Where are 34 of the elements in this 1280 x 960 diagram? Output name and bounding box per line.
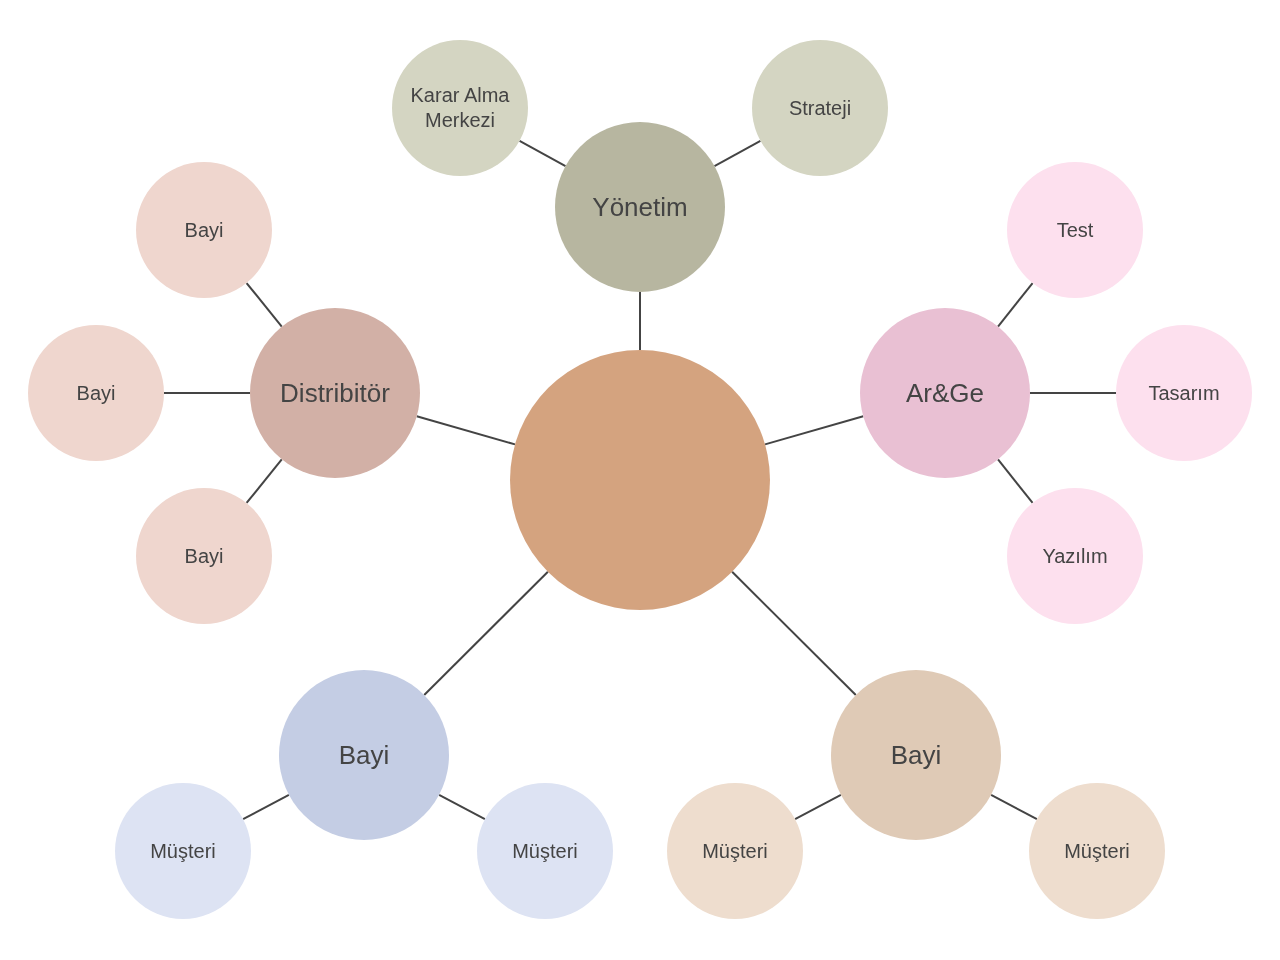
node-label: Bayi (184, 543, 224, 569)
node-label: Test (1056, 217, 1094, 243)
node-label: Yazılım (1042, 543, 1108, 569)
connector-line (764, 415, 865, 446)
node-label: Bayi (184, 217, 224, 243)
connector-line (794, 793, 842, 821)
connector-line (518, 139, 567, 168)
node-label: Ar&Ge (906, 376, 984, 410)
connector-line (245, 458, 283, 504)
node-label: Bayi (338, 738, 390, 772)
connector-line (990, 793, 1038, 821)
connector-line (639, 291, 641, 351)
node-label: Tasarım (1148, 380, 1220, 406)
node-label: Müşteri (1064, 838, 1130, 864)
connector-line (245, 282, 283, 328)
node-label: Bayi (76, 380, 116, 406)
node-label: Strateji (788, 95, 852, 121)
connector-line (997, 458, 1034, 504)
node-label: Müşteri (150, 838, 216, 864)
node-label: Bayi (890, 738, 942, 772)
node-label: Karar Alma Merkezi (409, 83, 511, 133)
connector-line (242, 793, 290, 821)
connector-line (415, 415, 516, 446)
node-label: Müşteri (512, 838, 578, 864)
connector-line (997, 282, 1034, 328)
connector-line (438, 793, 486, 821)
connector-line (731, 570, 857, 696)
connector-line (713, 139, 762, 168)
node-label: Yönetim (592, 190, 688, 224)
connector-line (1029, 392, 1117, 394)
connector-line (423, 570, 549, 696)
node-label: Distribitör (280, 376, 390, 410)
connector-line (163, 392, 251, 394)
node-label: Müşteri (702, 838, 768, 864)
